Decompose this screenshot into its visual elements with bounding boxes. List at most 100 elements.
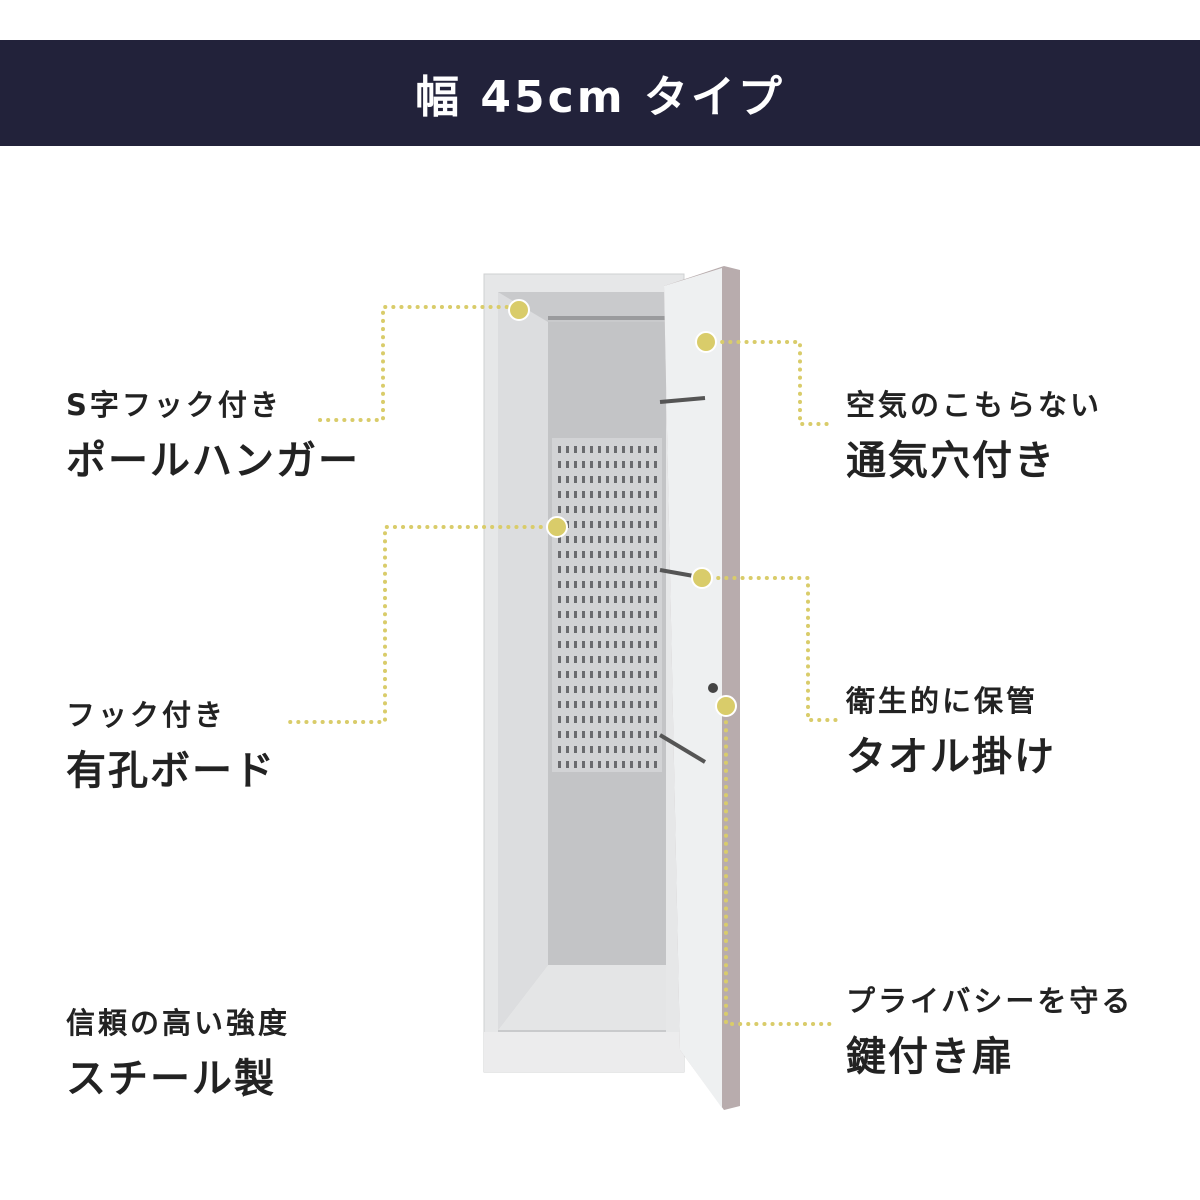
pegboard-hole xyxy=(646,761,649,768)
pegboard-hole xyxy=(558,476,561,483)
pegboard-hole xyxy=(614,536,617,543)
pegboard-hole xyxy=(566,596,569,603)
pegboard-hole xyxy=(606,761,609,768)
pegboard-hole xyxy=(630,536,633,543)
pegboard-hole xyxy=(646,491,649,498)
pegboard-hole xyxy=(654,656,657,663)
pegboard-hole xyxy=(558,746,561,753)
pegboard-hole xyxy=(598,761,601,768)
pegboard-hole xyxy=(590,656,593,663)
pegboard-hole xyxy=(582,446,585,453)
pegboard-hole xyxy=(590,731,593,738)
pegboard-hole xyxy=(566,611,569,618)
pegboard-hole xyxy=(638,626,641,633)
pegboard-hole xyxy=(646,476,649,483)
pegboard-hole xyxy=(598,701,601,708)
pegboard-hole xyxy=(614,566,617,573)
pegboard-hole xyxy=(606,701,609,708)
pegboard-hole xyxy=(646,656,649,663)
header-title: 幅 45cm タイプ xyxy=(415,72,785,123)
pegboard-hole xyxy=(598,566,601,573)
pegboard-hole xyxy=(606,581,609,588)
pegboard-hole xyxy=(598,476,601,483)
pegboard-hole xyxy=(566,686,569,693)
pegboard-hole xyxy=(574,731,577,738)
pegboard-hole xyxy=(598,641,601,648)
pegboard-hole xyxy=(622,491,625,498)
pegboard-hole xyxy=(614,731,617,738)
pegboard-hole xyxy=(582,581,585,588)
feature-sub: 信頼の高い強度 xyxy=(66,1006,291,1040)
pegboard-hole xyxy=(558,491,561,498)
pegboard-hole xyxy=(614,596,617,603)
pegboard-hole xyxy=(574,611,577,618)
pegboard-hole xyxy=(582,566,585,573)
pegboard-hole xyxy=(646,701,649,708)
pegboard-hole xyxy=(590,581,593,588)
pegboard-hole xyxy=(638,671,641,678)
feature-main: 通気穴付き xyxy=(846,438,1056,484)
pegboard-hole xyxy=(558,506,561,513)
pegboard-hole xyxy=(654,491,657,498)
pegboard-hole xyxy=(590,566,593,573)
pegboard-hole xyxy=(558,731,561,738)
pegboard-hole xyxy=(614,641,617,648)
pegboard-hole xyxy=(574,761,577,768)
pegboard-hole xyxy=(598,551,601,558)
pegboard-hole xyxy=(566,491,569,498)
pegboard-hole xyxy=(566,671,569,678)
pegboard-hole xyxy=(606,716,609,723)
feature-sub: S字フック付き xyxy=(66,388,282,422)
pegboard-hole xyxy=(566,626,569,633)
pegboard-hole xyxy=(582,731,585,738)
pegboard-hole xyxy=(622,461,625,468)
pegboard-hole xyxy=(582,521,585,528)
pegboard-hole xyxy=(574,536,577,543)
pegboard-hole xyxy=(614,701,617,708)
pegboard-hole xyxy=(606,626,609,633)
pegboard-hole xyxy=(622,761,625,768)
pegboard-hole xyxy=(574,491,577,498)
pegboard-hole xyxy=(614,491,617,498)
pegboard-hole xyxy=(590,551,593,558)
pegboard-hole xyxy=(630,581,633,588)
pegboard-hole xyxy=(654,626,657,633)
pegboard-hole xyxy=(558,551,561,558)
pegboard-hole xyxy=(598,671,601,678)
pegboard-hole xyxy=(622,581,625,588)
pegboard-hole xyxy=(574,521,577,528)
pegboard-hole xyxy=(606,746,609,753)
pegboard-hole xyxy=(590,641,593,648)
pegboard-hole xyxy=(654,506,657,513)
pegboard-hole xyxy=(622,626,625,633)
callout-line-vent xyxy=(704,340,830,426)
pegboard-hole xyxy=(574,701,577,708)
pegboard-hole xyxy=(606,446,609,453)
pegboard-hole xyxy=(614,746,617,753)
pegboard-hole xyxy=(614,446,617,453)
pegboard-hole xyxy=(646,716,649,723)
pegboard-hole xyxy=(566,761,569,768)
pegboard-hole xyxy=(558,596,561,603)
pegboard-hole xyxy=(582,476,585,483)
pegboard-hole xyxy=(574,686,577,693)
pegboard-hole xyxy=(582,626,585,633)
pegboard-hole xyxy=(558,536,561,543)
pegboard-hole xyxy=(638,521,641,528)
pegboard-hole xyxy=(654,731,657,738)
pegboard-hole xyxy=(590,671,593,678)
pegboard-hole xyxy=(606,491,609,498)
pegboard-hole xyxy=(558,581,561,588)
pegboard-hole xyxy=(582,686,585,693)
pegboard-hole xyxy=(606,566,609,573)
pegboard-hole xyxy=(598,611,601,618)
pegboard-hole xyxy=(582,551,585,558)
pegboard-hole xyxy=(622,476,625,483)
pegboard-hole xyxy=(598,491,601,498)
pegboard-hole xyxy=(622,641,625,648)
pegboard-hole xyxy=(646,671,649,678)
pegboard-hole xyxy=(566,746,569,753)
pegboard-hole xyxy=(630,731,633,738)
pegboard-hole xyxy=(558,446,561,453)
pegboard-hole xyxy=(630,506,633,513)
